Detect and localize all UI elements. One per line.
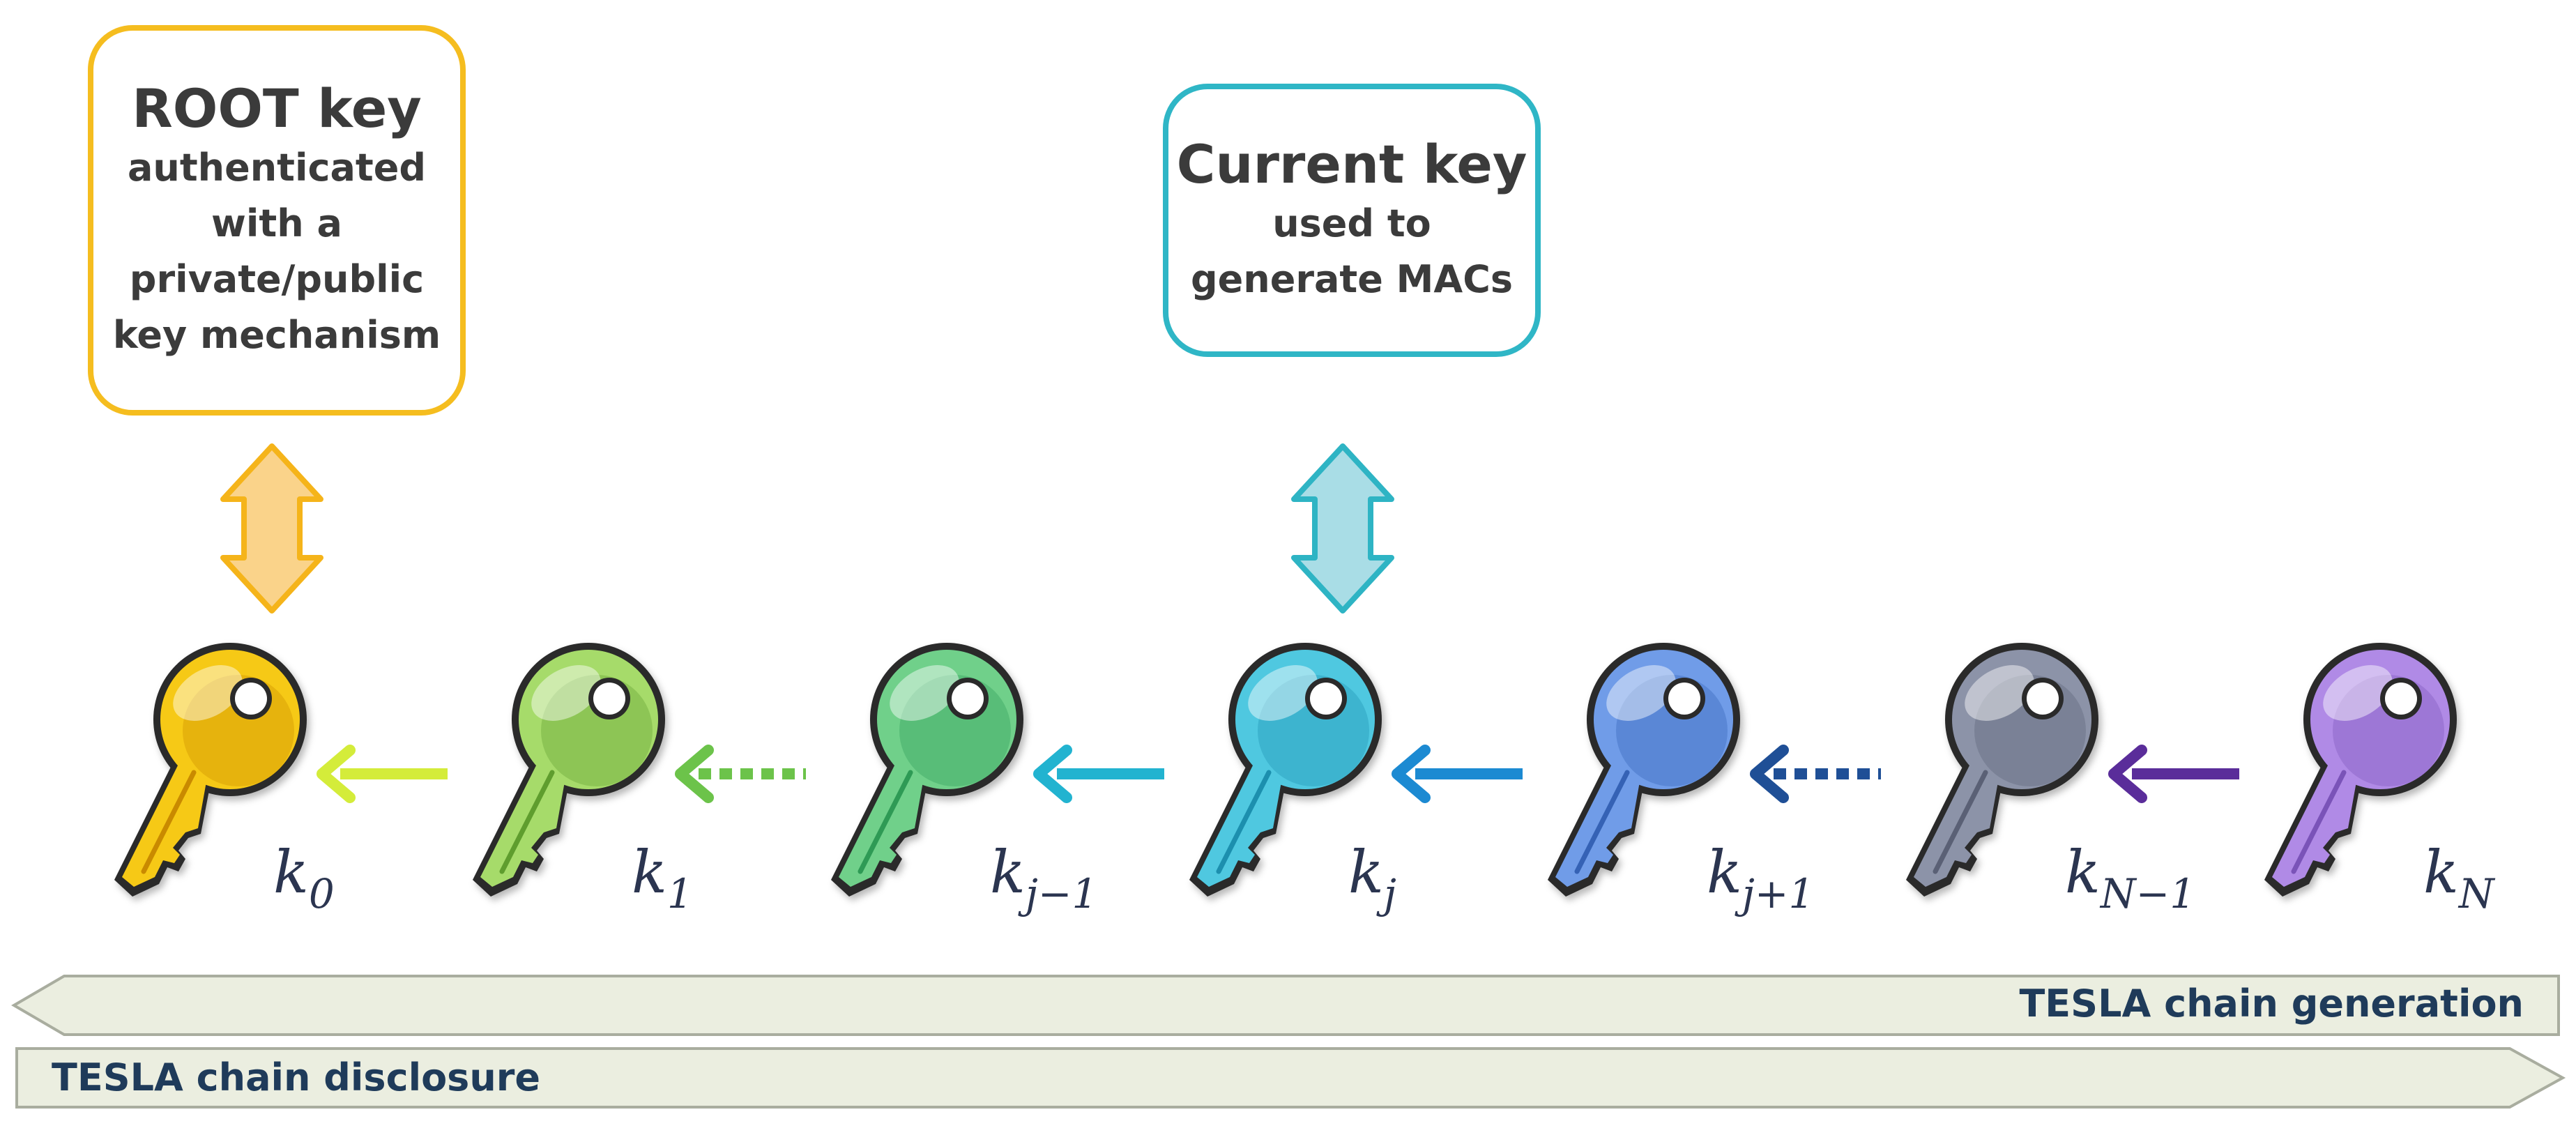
chain-arrow-5 bbox=[1750, 745, 1881, 803]
key-label-j: kj bbox=[1348, 838, 1396, 917]
key-icon-j-plus-1 bbox=[1548, 643, 1740, 897]
chain-arrow-1 bbox=[317, 745, 448, 803]
chain-arrows bbox=[317, 745, 2239, 803]
current-key-line-2: generate MACs bbox=[1191, 257, 1513, 301]
key-chain: k0 k1 kj−1 kj kj+1 kN−1 kN bbox=[114, 643, 2496, 917]
root-key-line-1: authenticated bbox=[127, 146, 427, 190]
current-key-description: used to generate MACs bbox=[1191, 196, 1513, 307]
chain-arrow-4 bbox=[1392, 745, 1523, 803]
key-icon-j-minus-1 bbox=[831, 643, 1023, 897]
key-icon-1 bbox=[473, 643, 665, 897]
current-key-title: Current key bbox=[1176, 133, 1527, 196]
key-label-1: k1 bbox=[632, 838, 693, 917]
key-icon-0 bbox=[114, 643, 307, 897]
current-key-line-1: used to bbox=[1272, 201, 1431, 245]
disclosure-band: TESLA chain disclosure bbox=[15, 1047, 2566, 1109]
root-key-line-2: with a bbox=[211, 201, 342, 245]
key-label-j-minus-1: kj−1 bbox=[990, 838, 1097, 917]
key-label-0: k0 bbox=[273, 838, 335, 917]
key-icon-n-minus-1 bbox=[1906, 643, 2098, 897]
disclosure-band-label: TESLA chain disclosure bbox=[52, 1056, 540, 1099]
root-double-arrow bbox=[220, 443, 323, 614]
generation-band: TESLA chain generation bbox=[11, 975, 2560, 1036]
root-key-line-3: private/public bbox=[129, 257, 425, 301]
current-key-callout: Current key used to generate MACs bbox=[1163, 84, 1541, 357]
chain-arrow-6 bbox=[2108, 745, 2239, 803]
root-key-callout: ROOT key authenticated with a private/pu… bbox=[88, 25, 466, 416]
key-label-j-plus-1: kj+1 bbox=[1707, 838, 1814, 917]
root-key-title: ROOT key bbox=[132, 77, 422, 140]
chain-arrow-3 bbox=[1033, 745, 1164, 803]
root-key-description: authenticated with a private/public key … bbox=[113, 140, 441, 363]
chain-arrow-2 bbox=[675, 745, 806, 803]
key-label-n: kN bbox=[2423, 838, 2496, 917]
key-icon-n bbox=[2264, 643, 2457, 897]
root-key-line-4: key mechanism bbox=[112, 312, 441, 357]
key-icon-j bbox=[1189, 643, 1382, 897]
current-double-arrow bbox=[1291, 443, 1394, 614]
key-label-n-minus-1: kN−1 bbox=[2065, 838, 2195, 917]
generation-band-label: TESLA chain generation bbox=[2019, 982, 2524, 1026]
